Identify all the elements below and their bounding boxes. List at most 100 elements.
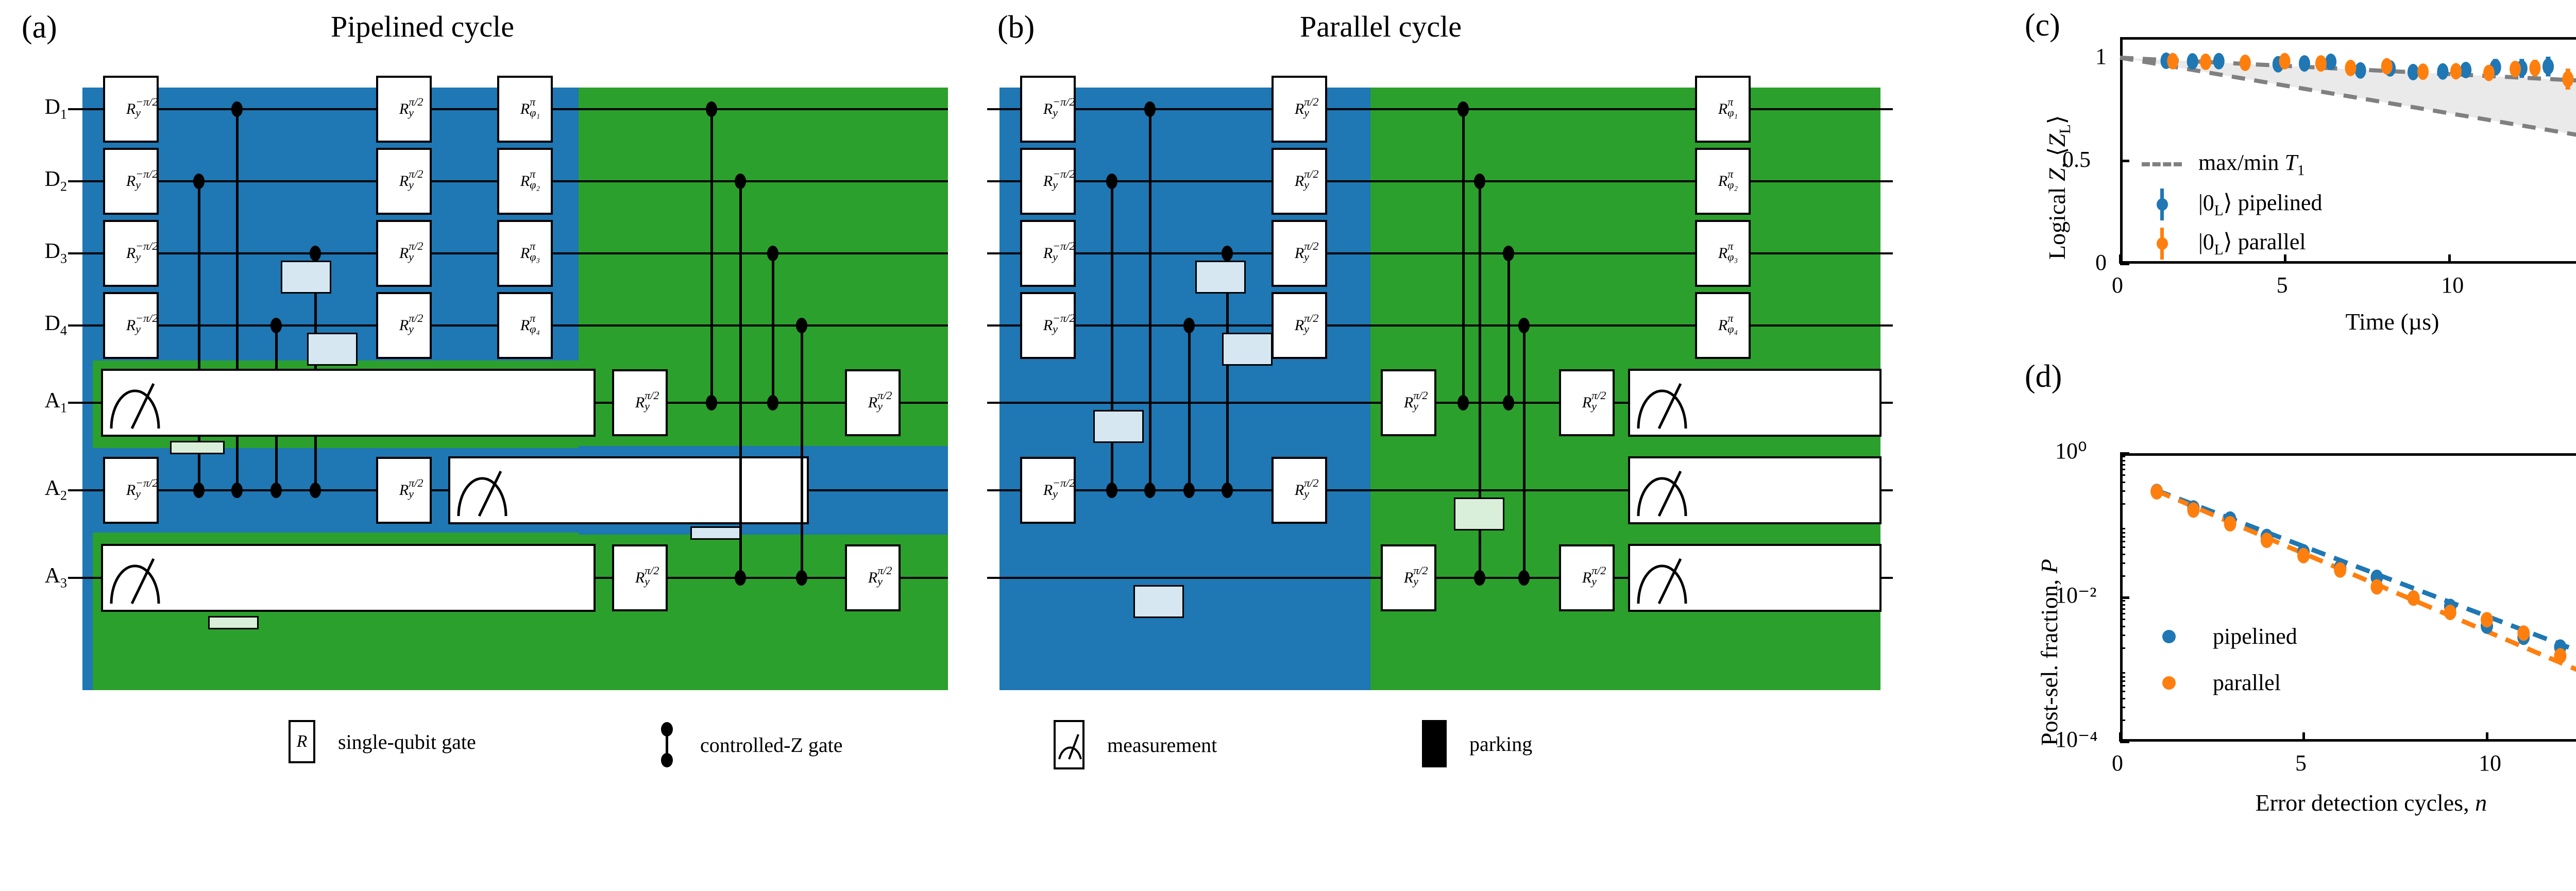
panel-d-yminortick <box>2120 685 2125 687</box>
gate-superscript: π <box>1727 312 1734 325</box>
cz-dot-b-d1 <box>1144 101 1156 117</box>
panel-d-legend-row-1: parallel <box>2146 670 2281 696</box>
panel-d-xticklabel-1: 5 <box>2295 750 2307 776</box>
panel-d-point-1-0 <box>2150 484 2163 500</box>
cz-dot-b-d2 <box>1106 174 1117 189</box>
errorbar-swatch <box>2157 228 2168 260</box>
gate-superscript: π <box>1727 167 1734 181</box>
panel-c-point-1-2 <box>2239 55 2251 71</box>
panel-letter-d: (d) <box>2025 359 2062 394</box>
panel-c-data-layer <box>2120 53 2576 137</box>
panel-c-point-1-4 <box>2315 55 2327 72</box>
symbol-legend-label-0: single-qubit gate <box>338 730 476 753</box>
wire-parallel-d3 <box>987 252 1893 254</box>
panel-d-yminortick <box>2120 647 2125 649</box>
panel-d-xticklabel-0: 0 <box>2112 750 2123 776</box>
controlled-z-icon <box>657 720 677 769</box>
gate-superscript: π <box>530 239 536 253</box>
gate-subscript: y <box>1304 106 1310 119</box>
dot-swatch <box>2162 629 2176 643</box>
parking-a2 <box>690 526 741 540</box>
panel-c-legend-row-2: |0L⟩ parallel <box>2139 228 2306 260</box>
gate-superscript: π/2 <box>409 95 423 109</box>
gate-superscript: π/2 <box>1591 389 1606 402</box>
gate-superscript: π/2 <box>1304 476 1319 490</box>
gate-superscript: π/2 <box>1591 564 1606 577</box>
gate-subscript: y <box>409 487 414 500</box>
panel-c-yticklabel-0: 0 <box>2095 250 2107 275</box>
panel-d-yminortick <box>2120 575 2125 577</box>
panel-c-point-1-12 <box>2562 71 2574 88</box>
gate-superscript: π/2 <box>409 312 423 325</box>
gate-superscript: π <box>530 95 536 109</box>
wire-parallel-d4 <box>987 324 1893 327</box>
qubit-label-d2: D2 <box>44 167 67 194</box>
measurement-icon <box>1054 720 1084 769</box>
panel-c-xtick <box>2448 254 2451 264</box>
parking-b-d3 <box>1195 261 1246 294</box>
symbol-legend-label-2: measurement <box>1107 733 1217 757</box>
cz-link-b-a2-d3 <box>1226 253 1229 490</box>
cz-dot-d2 <box>193 174 205 189</box>
cz-dot-b-green-bot-1 <box>1458 395 1469 410</box>
panel-d-yminortick <box>2120 600 2125 602</box>
panel-d-yminortick <box>2120 619 2125 621</box>
gate-subscript: φ₄ <box>1727 322 1738 335</box>
panel-d-yminortick <box>2120 474 2125 476</box>
cz-dot-a2-4 <box>310 483 321 498</box>
panel-letter-c: (c) <box>2025 8 2060 43</box>
panel-d-point-1-2 <box>2224 516 2236 532</box>
panel-c-point-1-0 <box>2167 53 2179 70</box>
cz-link-b-green-1 <box>1462 109 1465 403</box>
panel-d-yminortick <box>2120 464 2125 466</box>
gate-subscript: φ₃ <box>1727 250 1738 263</box>
cz-dot-a2-1 <box>193 483 205 498</box>
gate-subscript: y <box>409 106 414 119</box>
wire-parallel-a3 <box>987 577 1893 579</box>
cz-dot-green-bot-1 <box>706 395 717 410</box>
gate-superscript: π/2 <box>1304 95 1319 109</box>
cz-link-b-green-4 <box>1523 325 1526 578</box>
panel-d-yminortick <box>2120 672 2125 674</box>
panel-c-yticklabel-2: 1 <box>2095 44 2107 69</box>
panel-letter-b: (b) <box>997 10 1035 45</box>
qubit-label-a3: A3 <box>44 564 67 591</box>
gate-superscript: π/2 <box>1413 389 1428 402</box>
panel-d-point-1-8 <box>2444 605 2456 621</box>
panel-d-point-1-11 <box>2554 648 2567 664</box>
cz-link-b-green-3 <box>1507 253 1510 403</box>
panel-c-xticklabel-1: 5 <box>2276 272 2288 298</box>
gate-superscript: −π/2 <box>1053 312 1075 325</box>
panel-c-point-1-7 <box>2417 63 2429 80</box>
symbol-legend-item-2: measurement <box>1054 720 1217 769</box>
qubit-index: 1 <box>60 107 67 122</box>
cz-link-a2-d2 <box>198 181 200 490</box>
cz-dot-green-top-3 <box>767 246 778 261</box>
parking-b-a2-green <box>1454 498 1504 530</box>
panel-d-xtick <box>2302 732 2305 742</box>
panel-d-ytick <box>2120 452 2129 455</box>
cz-dot-d1 <box>231 101 243 117</box>
wire-parallel-a1 <box>987 402 1893 404</box>
gate-subscript: y <box>409 322 414 335</box>
panel-d-yminortick <box>2120 719 2125 721</box>
panel-d-yminortick <box>2120 625 2125 627</box>
panel-d-yminortick <box>2120 503 2125 505</box>
qubit-index: 4 <box>60 323 67 338</box>
panel-c-point-1-11 <box>2529 60 2541 76</box>
cz-dot-green-bot-2 <box>735 570 746 586</box>
panel-c-point-1-6 <box>2381 58 2393 75</box>
